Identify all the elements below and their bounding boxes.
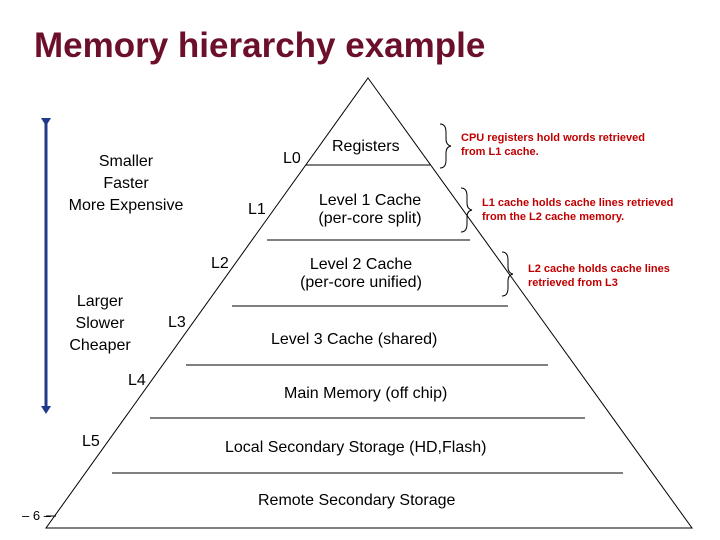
note-l1-line1: L1 cache holds cache lines retrieved bbox=[482, 197, 674, 209]
label-l3: L3 bbox=[168, 314, 186, 331]
note-registers: CPU registers hold words retrieved from … bbox=[461, 131, 645, 159]
level-l2-sub: (per-core unified) bbox=[300, 274, 422, 291]
level-l1-cache: Level 1 Cache (per-core split) bbox=[310, 192, 430, 228]
label-l0: L0 bbox=[283, 150, 301, 167]
slide-title: Memory hierarchy example bbox=[34, 26, 486, 65]
level-l3-cache: Level 3 Cache (shared) bbox=[271, 331, 438, 348]
note-l1: L1 cache holds cache lines retrieved fro… bbox=[482, 196, 673, 224]
bottom-side-line2: Slower bbox=[75, 315, 125, 332]
bottom-side-text: Larger Slower Cheaper bbox=[60, 291, 140, 357]
level-remote-storage: Remote Secondary Storage bbox=[258, 492, 456, 509]
level-main-memory: Main Memory (off chip) bbox=[284, 385, 448, 402]
label-l2: L2 bbox=[211, 255, 229, 272]
brace-l2 bbox=[501, 251, 514, 297]
note-l2-line1: L2 cache holds cache lines bbox=[528, 263, 670, 275]
note-l1-line2: from the L2 cache memory. bbox=[482, 211, 625, 223]
note-registers-line2: from L1 cache. bbox=[461, 146, 539, 158]
note-l2-line2: retrieved from L3 bbox=[528, 277, 618, 289]
label-l5: L5 bbox=[82, 433, 100, 450]
level-local-storage: Local Secondary Storage (HD,Flash) bbox=[225, 439, 487, 456]
level-l1-name: Level 1 Cache bbox=[318, 192, 422, 209]
pyramid-outline bbox=[45, 77, 693, 529]
note-registers-line1: CPU registers hold words retrieved bbox=[461, 132, 645, 144]
note-l2: L2 cache holds cache lines retrieved fro… bbox=[528, 262, 670, 290]
label-l1: L1 bbox=[248, 201, 266, 218]
top-side-text: Smaller Faster More Expensive bbox=[55, 151, 197, 217]
label-l4: L4 bbox=[128, 372, 146, 389]
top-side-line2: Faster bbox=[103, 175, 149, 192]
brace-l1 bbox=[460, 187, 473, 233]
bottom-side-line3: Cheaper bbox=[69, 337, 131, 354]
brace-registers bbox=[439, 123, 452, 169]
bottom-side-line1: Larger bbox=[76, 293, 124, 310]
page-number: – 6 – bbox=[22, 508, 51, 523]
level-l1-sub: (per-core split) bbox=[318, 210, 422, 227]
level-registers: Registers bbox=[332, 138, 400, 155]
level-l2-name: Level 2 Cache bbox=[309, 256, 413, 273]
level-l2-cache: Level 2 Cache (per-core unified) bbox=[288, 256, 434, 292]
top-side-line3: More Expensive bbox=[68, 197, 184, 214]
top-side-line1: Smaller bbox=[98, 153, 154, 170]
